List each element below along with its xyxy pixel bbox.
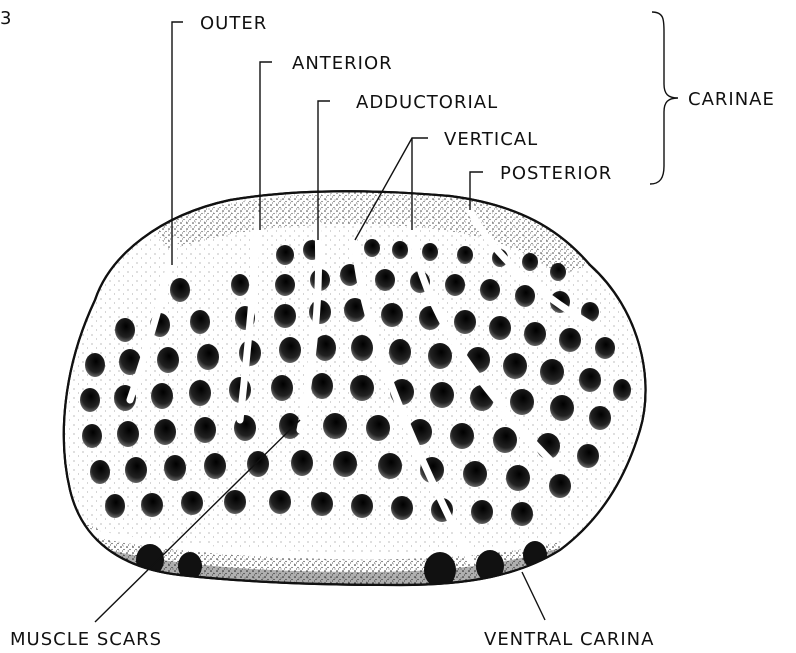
figure-corner-mark: 3 bbox=[0, 8, 12, 29]
label-carinae-text: CARINAE bbox=[688, 89, 775, 110]
label-adductorial-text: ADDUCTORIAL bbox=[356, 92, 498, 113]
carinae-brace: CARINAE bbox=[650, 12, 775, 184]
label-outer-text: OUTER bbox=[200, 13, 267, 34]
label-ventral-carina-text: VENTRAL CARINA bbox=[484, 629, 654, 650]
label-posterior-text: POSTERIOR bbox=[500, 163, 612, 184]
label-vertical-text: VERTICAL bbox=[444, 129, 538, 150]
valve-body bbox=[60, 180, 680, 600]
label-anterior-text: ANTERIOR bbox=[292, 53, 393, 74]
label-muscle-scars-text: MUSCLE SCARS bbox=[10, 629, 162, 650]
label-ventral-carina: VENTRAL CARINA bbox=[484, 572, 654, 650]
